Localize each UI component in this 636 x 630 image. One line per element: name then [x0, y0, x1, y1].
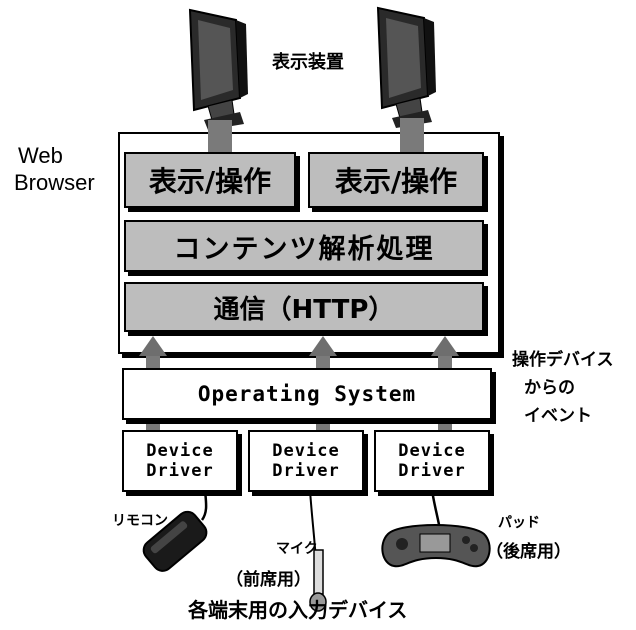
device-driver-line1: Device: [398, 441, 466, 461]
pad-sub-label: （後席用）: [486, 542, 571, 562]
remote-label: リモコン: [112, 513, 168, 529]
device-driver-line2: Driver: [146, 461, 214, 481]
microphone-icon: [309, 549, 327, 612]
mic-sub-label: （前席用）: [226, 570, 311, 590]
input-devices-illustration: [142, 490, 491, 612]
arrow-head-middle: [309, 336, 337, 356]
events-label-line2: からの: [524, 378, 575, 398]
arrow-head-left: [139, 336, 167, 356]
operating-system-label: Operating System: [193, 382, 421, 406]
monitor-left-icon: [188, 8, 248, 130]
display-operation-left-text: 表示/操作: [148, 165, 272, 198]
operating-system-box: Operating System: [122, 368, 492, 420]
device-driver-line1: Device: [272, 441, 340, 461]
monitor-right-icon: [376, 6, 436, 128]
device-driver-line1: Device: [146, 441, 214, 461]
device-driver-line2: Driver: [272, 461, 340, 481]
device-driver-box: Device Driver: [122, 430, 238, 492]
events-label-line3: イベント: [524, 406, 592, 426]
display-operation-box-right: 表示/操作: [308, 152, 484, 208]
display-device-label: 表示装置: [272, 52, 344, 73]
arrow-to-monitor-right: [400, 118, 424, 154]
gamepad-icon: [381, 524, 491, 568]
pad-label: パッド: [498, 515, 540, 531]
mic-label: マイク: [276, 541, 318, 557]
remote-cable: [200, 490, 208, 521]
arrow-head-right: [431, 336, 459, 356]
device-driver-line2: Driver: [398, 461, 466, 481]
device-driver-box: Device Driver: [374, 430, 490, 492]
display-operation-box-left: 表示/操作: [124, 152, 296, 208]
remote-control-icon: [142, 510, 208, 572]
communication-box: 通信（HTTP）: [124, 282, 484, 332]
web-browser-label-line1: Web: [18, 143, 63, 168]
device-driver-box: Device Driver: [248, 430, 364, 492]
display-operation-right-text: 表示/操作: [334, 165, 458, 198]
web-browser-label-line2: Browser: [14, 170, 95, 195]
content-analysis-box: コンテンツ解析処理: [124, 220, 484, 272]
arrow-to-monitor-left: [208, 120, 232, 154]
pad-cable: [430, 490, 442, 531]
events-label-line1: 操作デバイス: [512, 350, 614, 370]
content-analysis-text: コンテンツ解析処理: [173, 233, 435, 265]
caption: 各端末用の入力デバイス: [188, 598, 408, 622]
communication-text: 通信（HTTP）: [213, 294, 395, 325]
